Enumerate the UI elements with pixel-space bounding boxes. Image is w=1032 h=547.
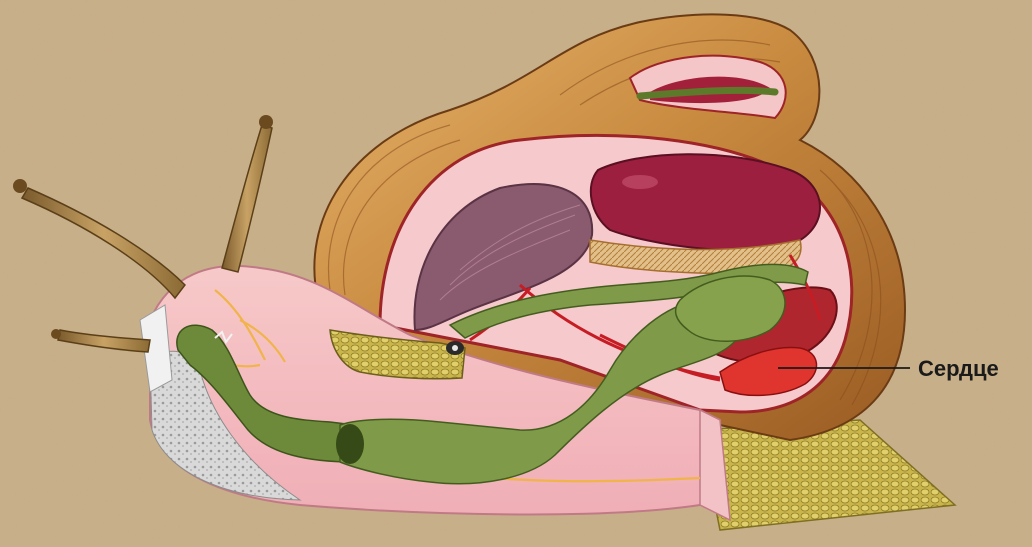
heart-label: Сердце — [918, 356, 999, 382]
digestive-gland — [591, 154, 820, 250]
